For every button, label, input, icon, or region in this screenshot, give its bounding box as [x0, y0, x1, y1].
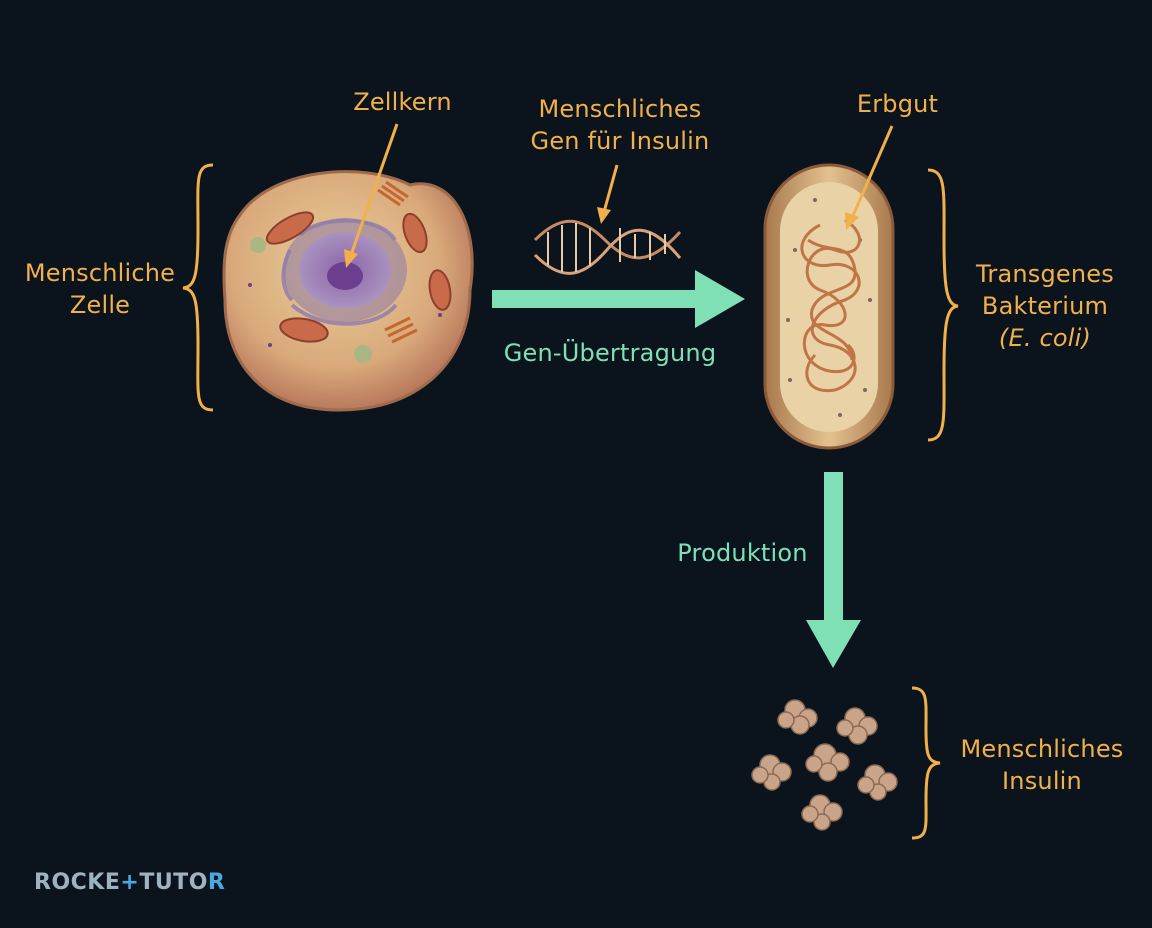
label-bacterium-line1: Transgenes — [976, 260, 1114, 288]
label-nucleus: Zellkern — [353, 88, 452, 116]
logo-text-end: R — [207, 870, 226, 895]
gene-pointer-head — [597, 207, 611, 224]
brace-bacterium — [927, 168, 959, 442]
genome-pointer-arrow — [850, 125, 894, 219]
logo-text-right: TUTO — [139, 870, 208, 895]
dna-helix-illustration — [533, 219, 682, 275]
logo-text-left: ROCKE — [34, 870, 121, 895]
label-human-insulin: Menschliches Insulin — [952, 733, 1132, 797]
gene-pointer-arrow — [602, 164, 619, 213]
label-gene-transfer: Gen-Übertragung — [503, 339, 717, 367]
brace-human-cell — [182, 163, 214, 412]
label-bacterium-line2: Bakterium — [981, 292, 1109, 320]
bacterium-illustration — [763, 163, 895, 450]
production-arrow-shaft — [824, 472, 843, 624]
label-bacterium-line3: (E. coli) — [998, 324, 1092, 352]
nucleus-pointer-head — [344, 249, 358, 268]
production-arrow-head — [806, 620, 861, 668]
insulin-molecules-illustration — [751, 699, 898, 831]
label-human-gene-line2: Gen für Insulin — [530, 127, 710, 155]
label-human-cell: Menschliche Zelle — [20, 257, 180, 321]
human-cell-illustration — [222, 170, 474, 412]
label-transgenic-bacterium: Transgenes Bakterium (E. coli) — [960, 258, 1130, 354]
gene-transfer-arrow-shaft — [492, 290, 697, 308]
label-production: Produktion — [677, 539, 808, 567]
logo-plus: + — [120, 870, 140, 895]
nucleus-pointer-arrow — [349, 123, 399, 256]
gene-transfer-arrow-head — [695, 270, 745, 328]
label-human-gene-line1: Menschliches — [538, 95, 702, 123]
label-human-gene: Menschliches Gen für Insulin — [510, 93, 730, 157]
label-human-cell-line2: Zelle — [69, 291, 131, 319]
brand-logo: ROCKE+TUTOR — [34, 870, 225, 895]
label-insulin-line2: Insulin — [1002, 767, 1082, 795]
label-genome: Erbgut — [856, 90, 939, 118]
label-insulin-line1: Menschliches — [960, 735, 1124, 763]
brace-insulin — [911, 686, 941, 840]
label-human-cell-line1: Menschliche — [24, 259, 176, 287]
genome-pointer-head — [845, 212, 859, 230]
